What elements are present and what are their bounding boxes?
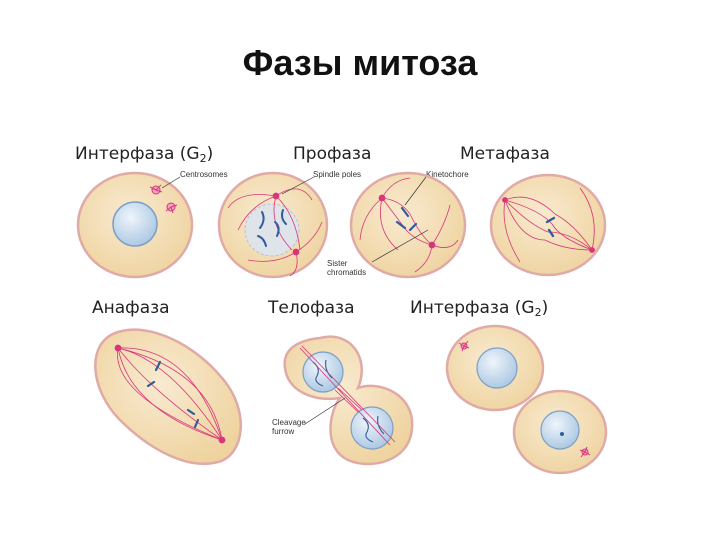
annot-spindle-poles: Spindle poles	[313, 170, 362, 179]
cell-prophase	[217, 171, 329, 279]
label-interphase-top: Интерфаза (G2)	[75, 144, 214, 165]
label-metaphase: Метафаза	[460, 144, 550, 164]
cell-daughter-top	[445, 324, 545, 412]
cell-metaphase	[349, 171, 467, 279]
annot-centrosomes: Centrosomes	[180, 170, 228, 179]
slide-title: Фазы митоза	[242, 42, 478, 83]
cell-metaphase-plate	[489, 173, 607, 277]
label-interphase-bottom: Интерфаза (G2)	[410, 298, 549, 319]
label-anaphase: Анафаза	[92, 298, 170, 318]
cell-interphase-top	[76, 171, 194, 279]
annot-kinetochore: Kinetochore	[426, 170, 469, 179]
centrosome	[149, 184, 178, 214]
cell-telophase	[283, 335, 414, 466]
label-prophase: Профаза	[293, 144, 372, 164]
cell-anaphase	[94, 328, 243, 465]
cell-daughter-bottom	[512, 389, 608, 475]
label-telophase: Телофаза	[268, 298, 355, 318]
